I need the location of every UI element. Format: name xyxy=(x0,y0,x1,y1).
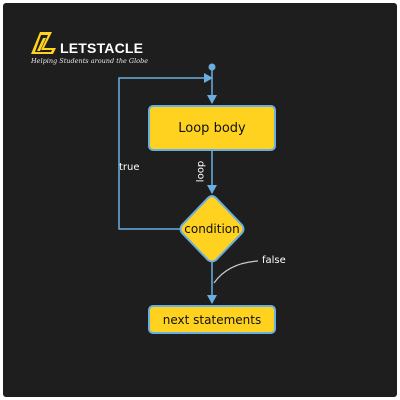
brand-tagline: Helping Students around the Globe xyxy=(31,57,149,65)
edge-label-loop: loop xyxy=(195,160,207,183)
next-statements-node: next statements xyxy=(148,305,276,334)
condition-label: condition xyxy=(184,222,240,236)
edge-label-false: false xyxy=(262,255,286,266)
loop-body-node: Loop body xyxy=(148,105,276,151)
false-label-connector xyxy=(213,260,259,284)
edge-true-back xyxy=(118,73,213,230)
next-statements-label: next statements xyxy=(162,312,262,327)
loop-body-label: Loop body xyxy=(178,120,246,136)
brand-name: LETSTACLE xyxy=(60,40,144,56)
edge-label-true: true xyxy=(119,162,140,173)
condition-diamond xyxy=(179,194,245,263)
letstacle-logo-icon xyxy=(31,32,56,54)
